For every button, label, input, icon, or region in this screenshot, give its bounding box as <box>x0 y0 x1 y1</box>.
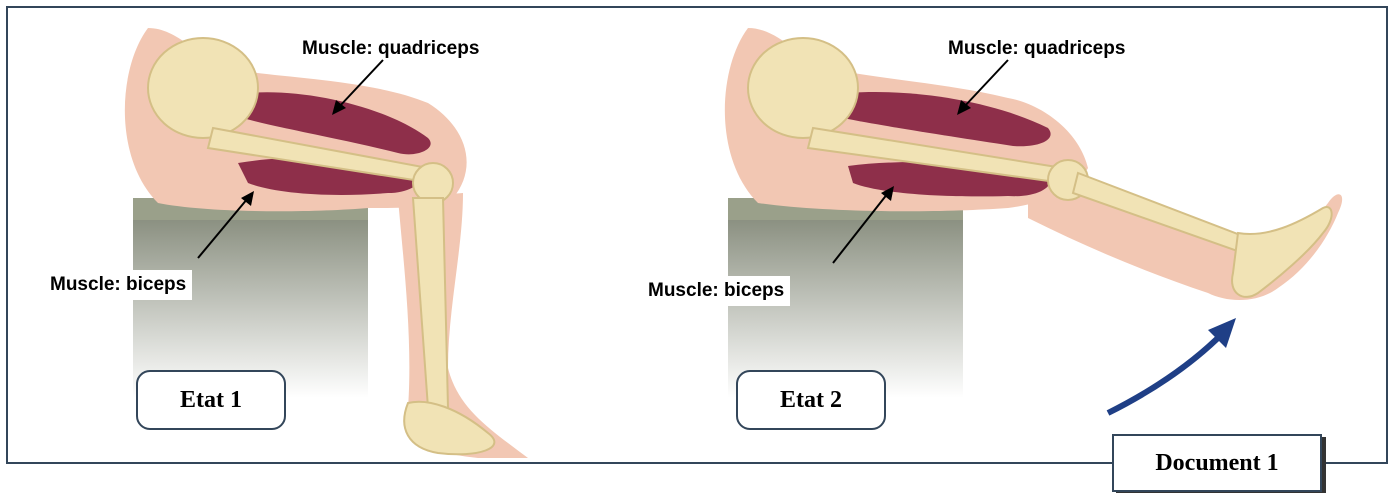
leg-illustration-state-2 <box>608 8 1388 462</box>
panel-state-2: Muscle: quadriceps Muscle: biceps Etat 2 <box>608 8 1388 462</box>
pelvis-bone <box>748 38 858 138</box>
movement-arrow <box>1108 333 1223 413</box>
pelvis-bone <box>148 38 258 138</box>
quadriceps-label: Muscle: quadriceps <box>302 38 479 60</box>
leg-illustration-state-1 <box>8 8 698 462</box>
state-box: Etat 2 <box>736 370 886 430</box>
biceps-label: Muscle: biceps <box>44 270 192 300</box>
document-label: Document 1 <box>1112 434 1322 492</box>
biceps-label: Muscle: biceps <box>642 276 790 306</box>
figure-frame: Muscle: quadriceps Muscle: biceps Etat 1 <box>6 6 1388 464</box>
panel-state-1: Muscle: quadriceps Muscle: biceps Etat 1 <box>8 8 698 462</box>
quadriceps-label: Muscle: quadriceps <box>948 38 1125 60</box>
foot-bone <box>404 402 494 455</box>
state-box: Etat 1 <box>136 370 286 430</box>
